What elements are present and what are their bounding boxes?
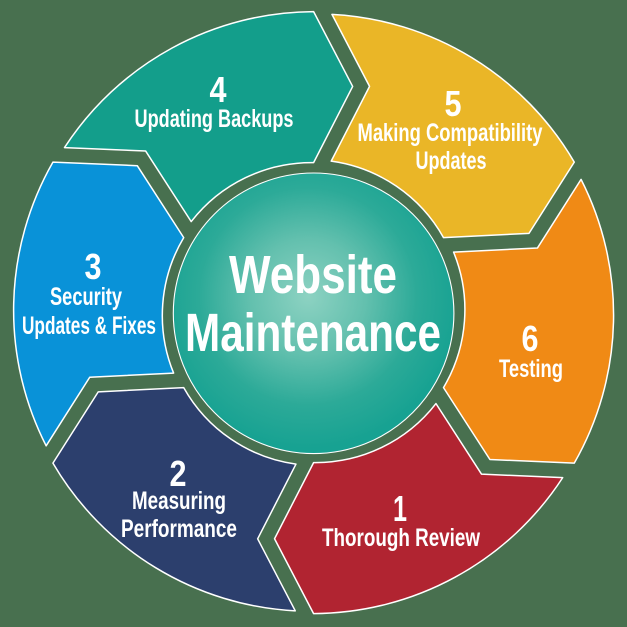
svg-text:5: 5 xyxy=(445,83,462,124)
svg-text:Security: Security xyxy=(50,283,122,311)
svg-text:4: 4 xyxy=(210,69,227,110)
svg-text:Updates & Fixes: Updates & Fixes xyxy=(22,312,156,340)
svg-text:3: 3 xyxy=(85,246,102,287)
svg-text:1: 1 xyxy=(393,488,407,529)
svg-text:6: 6 xyxy=(522,318,539,359)
svg-text:Thorough Review: Thorough Review xyxy=(322,524,480,552)
svg-text:Updates: Updates xyxy=(416,147,487,175)
svg-text:2: 2 xyxy=(170,453,187,494)
svg-text:Testing: Testing xyxy=(499,355,563,383)
svg-text:Website: Website xyxy=(229,245,397,305)
svg-text:Maintenance: Maintenance xyxy=(185,303,441,363)
svg-text:Making Compatibility: Making Compatibility xyxy=(358,119,543,147)
svg-text:Performance: Performance xyxy=(121,515,237,543)
svg-text:Updating Backups: Updating Backups xyxy=(135,105,294,133)
svg-text:Measuring: Measuring xyxy=(132,487,226,515)
